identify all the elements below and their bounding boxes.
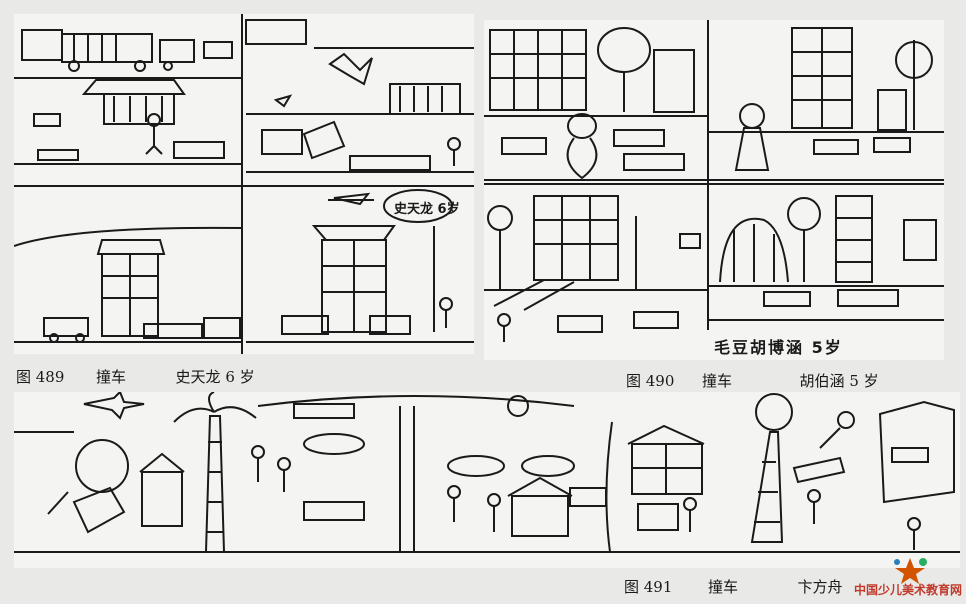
figure-489-drawing: 史天龙 6岁 bbox=[14, 14, 474, 354]
site-logo-icon bbox=[894, 558, 927, 584]
figure-artist: 卞方舟 bbox=[797, 578, 843, 596]
figure-490-drawing: 毛豆胡博涵 5岁 bbox=[484, 20, 944, 360]
figure-489-caption: 图 489 撞车 史天龙 6 岁 bbox=[16, 366, 255, 387]
watermark-text: 中国少儿美术教育网 bbox=[853, 583, 962, 597]
figure-number: 图 490 bbox=[626, 372, 675, 390]
artist-signature: 毛豆胡博涵 5岁 bbox=[714, 338, 843, 357]
figure-491-caption: 图 491 撞车 卞方舟 bbox=[624, 576, 843, 597]
figure-title: 撞车 bbox=[95, 368, 126, 386]
figure-number: 图 491 bbox=[624, 578, 673, 596]
figure-number: 图 489 bbox=[16, 368, 65, 386]
figure-title: 撞车 bbox=[701, 372, 732, 390]
speech-bubble-text: 史天龙 6岁 bbox=[394, 202, 460, 217]
figure-491-drawing bbox=[14, 392, 960, 568]
figure-title: 撞车 bbox=[707, 578, 738, 596]
figure-490-caption: 图 490 撞车 胡伯涵 5 岁 bbox=[626, 370, 879, 391]
figure-artist: 史天龙 6 岁 bbox=[175, 368, 255, 386]
figure-artist: 胡伯涵 5 岁 bbox=[799, 372, 879, 390]
